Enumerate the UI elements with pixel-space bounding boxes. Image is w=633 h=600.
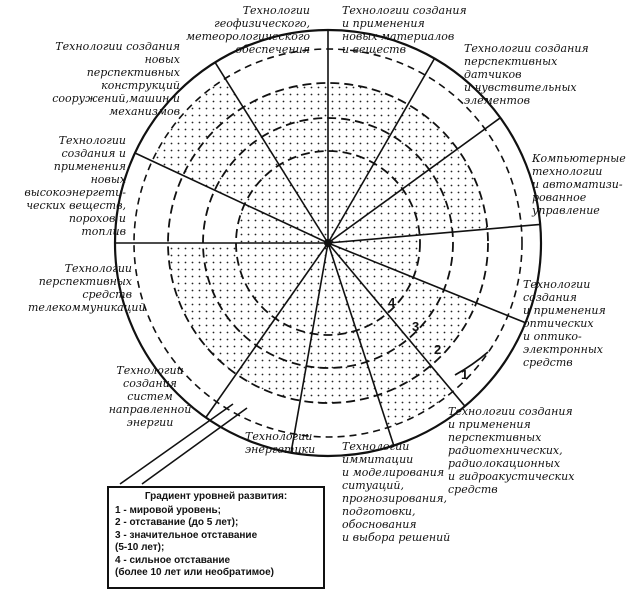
sector-divider-6 (327, 242, 466, 407)
ring-number-1: 1 (461, 367, 469, 382)
legend-item-3: 3 - значительное отставание (5-10 лет); (115, 529, 258, 554)
shaded-level-layer (152, 78, 488, 428)
segment-label-explosives: Технологии создания и применения новых в… (24, 134, 126, 238)
shaded-sector-5 (328, 243, 477, 366)
shaded-sector-12 (243, 83, 328, 243)
ring-number-2: 2 (434, 342, 442, 357)
sector-divider-8 (290, 242, 329, 453)
center-point (324, 239, 332, 247)
shaded-sector-10 (235, 204, 328, 243)
sector-divider-5 (327, 242, 526, 324)
segment-label-constructions: Технологии создания новых перспективных … (52, 40, 180, 118)
segment-label-computer-tech: Компьютерные технологии и автоматизи- ро… (532, 152, 626, 217)
sector-divider-9 (205, 242, 329, 418)
shaded-sector-2 (328, 104, 458, 244)
shaded-sector-6 (328, 243, 453, 428)
legend-box: Градиент уровней развития: 1 - мировой у… (107, 486, 325, 589)
outer-circle (113, 28, 543, 458)
segment-label-optics: Технологии создания и применения оптичес… (523, 278, 606, 369)
ring-number-4: 4 (388, 295, 396, 310)
legend-title: Градиент уровней развития: (144, 491, 288, 502)
legend-item-2: 2 - отставание (до 5 лет); (115, 517, 239, 528)
shaded-sector-3 (328, 149, 488, 243)
segment-label-new-materials: Технологии создания и применения новых м… (342, 4, 467, 56)
sector-divider-12 (214, 61, 329, 244)
level-ring-2 (167, 82, 489, 404)
sector-divider-4 (327, 223, 541, 244)
segment-label-sensors: Технологии создания перспективных датчик… (464, 42, 589, 107)
sector-divider-11 (134, 152, 329, 244)
sector-divider-3 (327, 117, 501, 244)
segment-label-directed-energy: Технологии создания систем направленной … (108, 364, 192, 429)
shaded-sector-4 (328, 235, 420, 278)
legend-leader-line-2 (141, 407, 248, 485)
ring-number-3: 3 (412, 319, 420, 334)
legend-leader-line (119, 403, 234, 485)
legend-item-4: 4 - сильное отставание (более 10 лет или… (115, 554, 275, 579)
shaded-sector-1 (328, 82, 408, 243)
ring-1-leader-arc (454, 351, 489, 376)
sector-divider-2 (327, 58, 436, 244)
segment-label-energy: Технологии энергетики (245, 430, 316, 456)
shaded-sector-8 (236, 243, 328, 401)
shaded-sector-9 (167, 243, 328, 375)
sector-divider-7 (327, 242, 395, 446)
sector-dividers (115, 30, 541, 453)
segment-label-telecom: Технологии перспективных средств телеком… (28, 262, 146, 314)
segment-label-geophysical: Технологии геофизического, метеорологиче… (185, 4, 310, 56)
segment-label-radio: Технологии создания и применения перспек… (448, 405, 575, 496)
shaded-sector-7 (300, 243, 378, 404)
segment-label-simulation: Технологии иммитации и моделирования сит… (342, 440, 451, 544)
legend-item-1: 1 - мировой уровень; (115, 504, 222, 516)
shaded-sector-11 (152, 78, 328, 243)
